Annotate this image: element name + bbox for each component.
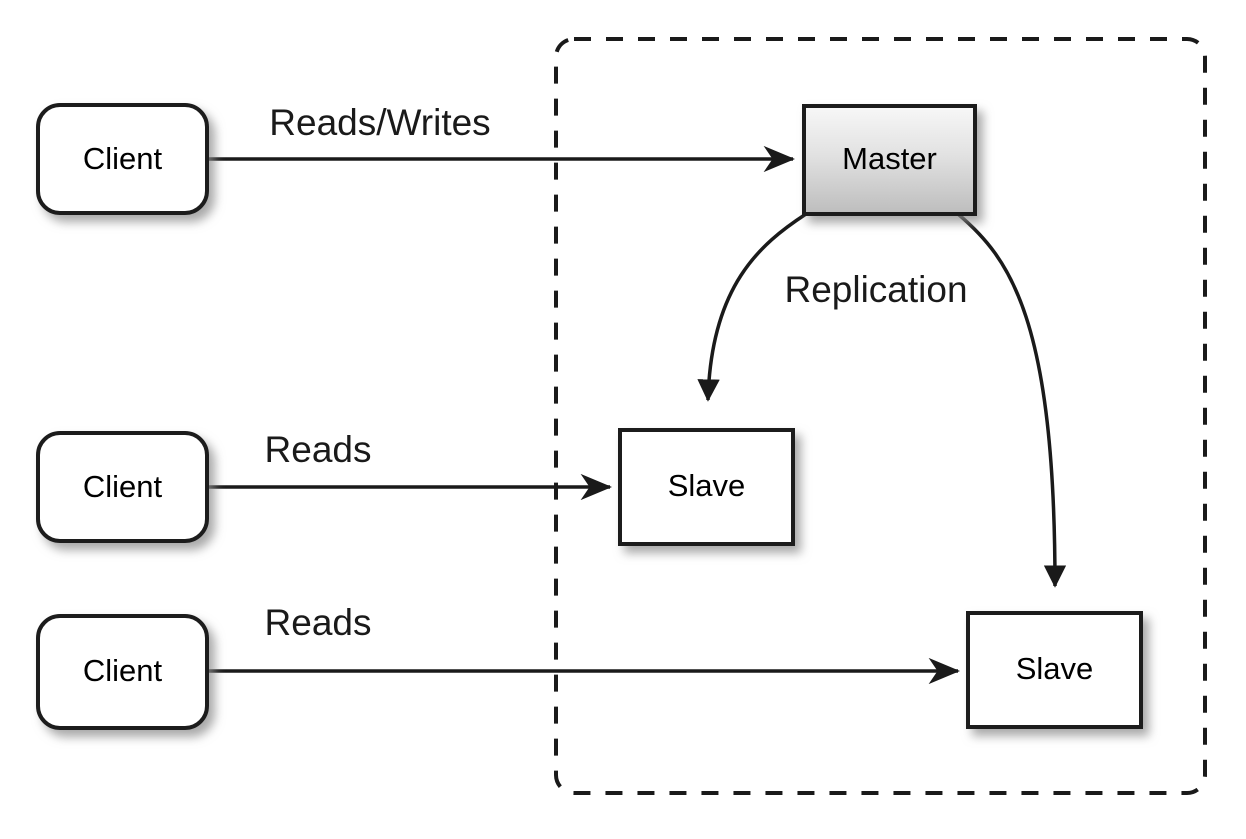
node-client-top[interactable]: Client (36, 103, 209, 215)
edge-label-reads-bottom: Reads (265, 602, 372, 643)
node-slave-bottom[interactable]: Slave (966, 611, 1143, 729)
client-top-label: Client (83, 141, 163, 176)
replication-cluster-boundary (554, 37, 1207, 795)
edge-label-replication: Replication (784, 269, 967, 310)
client-middle-shape[interactable] (36, 431, 209, 543)
client-top-shape[interactable] (36, 103, 209, 215)
edge-label-reads-middle: Reads (265, 429, 372, 470)
edge-label-reads-writes: Reads/Writes (269, 102, 490, 143)
master-label: Master (842, 141, 937, 176)
node-client-bottom[interactable]: Client (36, 614, 209, 730)
node-master[interactable]: Master (802, 104, 977, 216)
node-slave-middle[interactable]: Slave (618, 428, 795, 546)
slave-bottom-label: Slave (1016, 651, 1094, 686)
slave-middle-label: Slave (668, 468, 746, 503)
node-client-middle[interactable]: Client (36, 431, 209, 543)
master-shape[interactable] (802, 104, 977, 216)
edge-master-to-slave-middle (697, 212, 807, 402)
slave-bottom-shape[interactable] (966, 611, 1143, 729)
edge-master-to-slave-bottom (956, 212, 1067, 588)
slave-middle-shape[interactable] (618, 428, 795, 546)
client-middle-label: Client (83, 469, 163, 504)
client-bottom-label: Client (83, 653, 163, 688)
client-bottom-shape[interactable] (36, 614, 209, 730)
